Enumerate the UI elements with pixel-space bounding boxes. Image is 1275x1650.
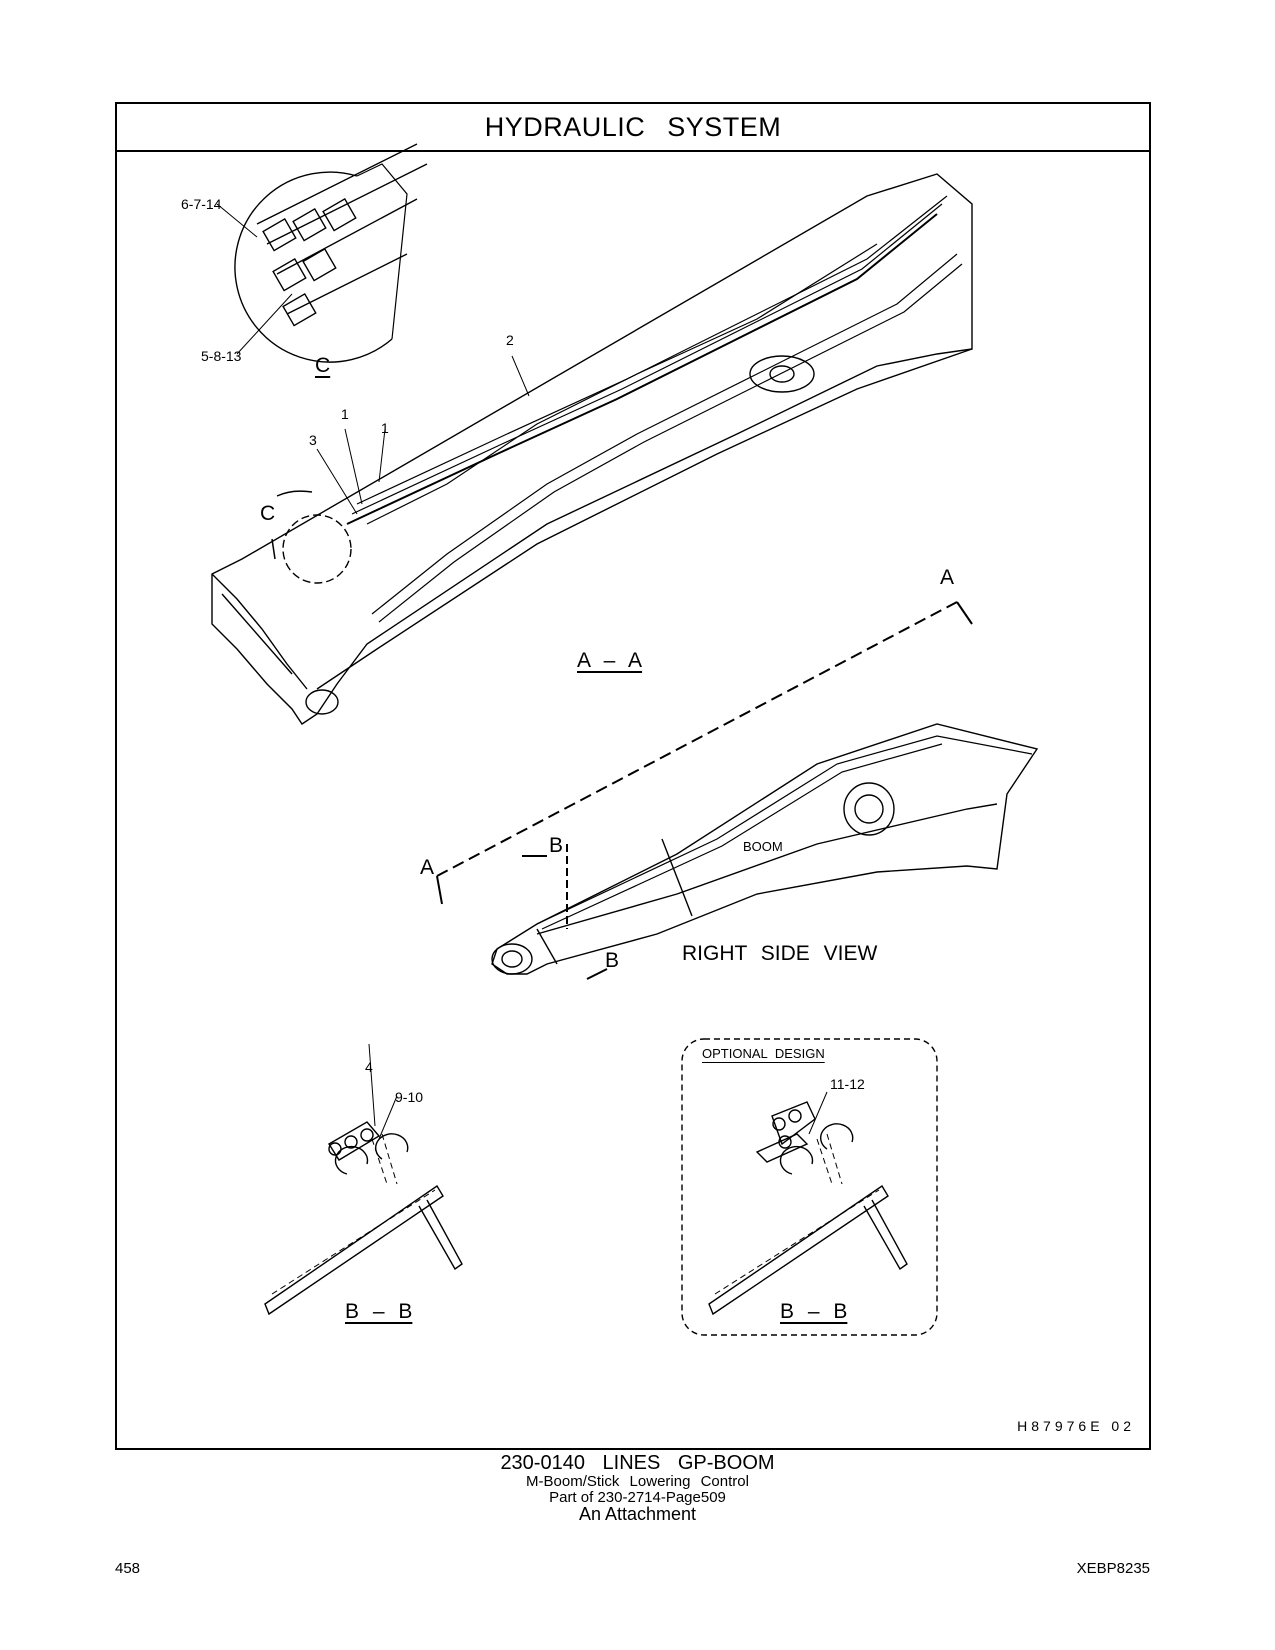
bb-view-title-right: B – B [780,1300,848,1323]
callout-11-12: 11-12 [830,1076,865,1092]
technical-illustration [211,143,1039,1336]
caption-parent-ref: Part of 230-2714-Page509 [549,1489,726,1506]
bb-view-title-left: B – B [345,1300,413,1323]
caption-description: M-Boom/Stick Lowering Control [526,1473,749,1490]
section-a-line [436,601,973,905]
caption-attachment: An Attachment [578,1504,697,1524]
callout-1a: 1 [341,406,349,422]
optional-design-box [681,1038,938,1336]
drawing-id: H87976E 02 [1017,1418,1135,1434]
section-b-top-label: B [549,834,564,857]
boom-label: BOOM [743,839,783,854]
optional-design-label: OPTIONAL DESIGN [702,1046,825,1061]
right-side-view-title: RIGHT SIDE VIEW [682,942,878,965]
detail-c-view [216,143,428,363]
section-a-right-label: A [940,566,955,589]
right-side-view-boom [491,723,1039,980]
section-b-bottom-label: B [605,949,620,972]
section-a-left-label: A [420,856,435,879]
callout-2: 2 [506,332,514,348]
page-number: 458 [115,1560,141,1577]
callout-9-10: 9-10 [395,1089,424,1105]
callout-3: 3 [309,432,317,448]
caption-part-number: 230-0140 LINES GP-BOOM [500,1452,775,1474]
callout-4: 4 [365,1059,373,1075]
page-title: HYDRAULIC SYSTEM [117,104,1149,152]
aa-view-boom [211,173,973,725]
bb-view-left [264,1043,463,1316]
arrow-c-label: C [260,502,276,525]
document-id: XEBP8235 [1076,1560,1150,1577]
aa-view-title: A – A [577,649,643,672]
callout-6-7-14: 6-7-14 [181,196,222,212]
drawing-frame: HYDRAULIC SYSTEM [115,102,1151,1450]
bb-view-right [708,1091,908,1316]
callout-1b: 1 [381,420,389,436]
detail-c-label: C [315,354,331,377]
callout-5-8-13: 5-8-13 [201,348,242,364]
